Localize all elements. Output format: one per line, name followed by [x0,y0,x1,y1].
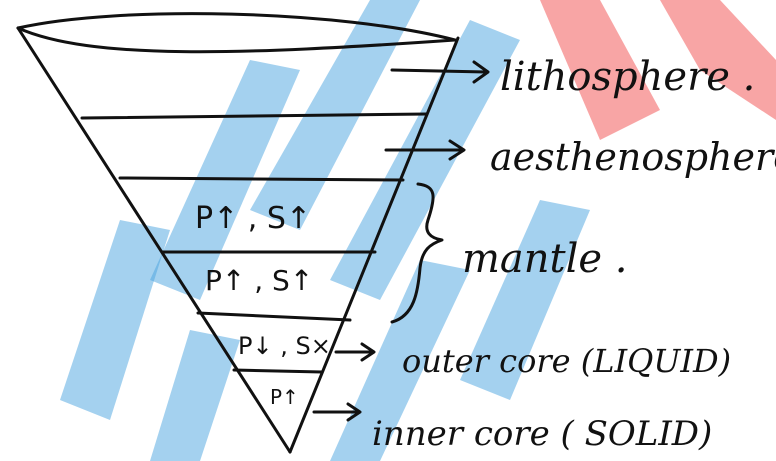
arrow-inner-core-head [346,402,362,422]
cone-top-rim [16,12,457,42]
label-outer-core: outer core (LIQUID) [402,342,731,380]
earth-cone [16,12,460,454]
watermark-red-stroke-1 [540,0,660,140]
wave-note-mantle-upper: P↑ , S↑ [195,201,311,236]
layer-boundary-5 [232,368,324,374]
label-aesthenosphere: aesthenosphere [490,135,776,179]
cone-left-edge [16,26,292,454]
watermark-blue-stroke-6 [460,200,590,400]
layer-boundary-1 [80,112,429,120]
wave-note-mantle-lower: P↑ , S↑ [205,264,313,297]
layer-boundary-2 [118,176,405,182]
cone-right-edge [288,36,460,454]
watermark-blue-stroke-5 [330,260,470,461]
watermark-blue-stroke-7 [150,330,240,461]
watermark-blue-stroke-4 [60,220,170,420]
arrow-lithosphere-line [390,68,488,74]
watermark-blue-stroke-1 [330,20,520,300]
arrow-lithosphere-head [472,60,490,84]
cone-top-rim-inner [16,26,457,54]
arrow-aesthenosphere-head [448,139,466,161]
arrow-outer-core-head [360,342,376,362]
watermark-red-stroke-2 [660,0,776,120]
label-lithosphere: lithosphere . [500,54,755,100]
mantle-brace [390,182,444,324]
layer-boundary-4 [196,311,352,322]
label-inner-core: inner core ( SOLID) [372,414,712,454]
wave-note-outer-core: P↓ , S× [238,332,331,360]
annotation-arrows [312,60,490,422]
layer-labels: lithosphere . aesthenosphere mantle . ou… [372,54,776,454]
wave-notes: P↑ , S↑ P↑ , S↑ P↓ , S× P↑ [195,201,331,409]
wave-note-inner-core: P↑ [270,385,299,409]
label-mantle: mantle . [462,236,628,282]
